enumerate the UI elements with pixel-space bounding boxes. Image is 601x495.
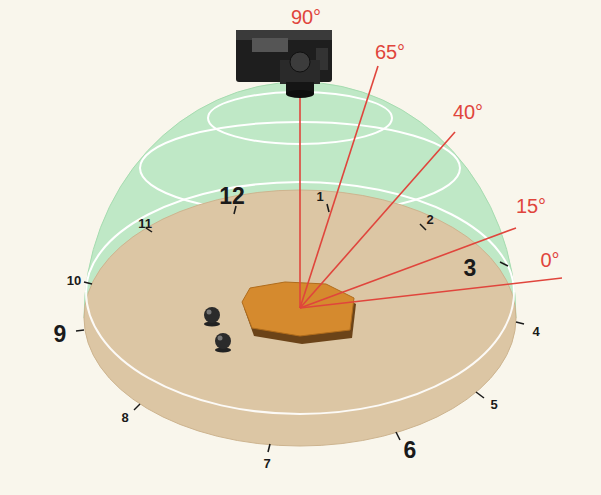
angle-label: 90° bbox=[291, 7, 321, 27]
sphere bbox=[215, 333, 231, 349]
clock-number: 6 bbox=[404, 439, 417, 462]
camera bbox=[236, 30, 332, 98]
elevation-rays bbox=[300, 66, 562, 308]
clock-number: 3 bbox=[464, 257, 477, 280]
clock-number: 4 bbox=[532, 325, 539, 338]
clock-number: 8 bbox=[121, 411, 128, 424]
clock-number: 12 bbox=[219, 185, 245, 208]
angle-label: 15° bbox=[516, 196, 546, 216]
angle-label: 0° bbox=[540, 250, 559, 270]
clock-number: 1 bbox=[316, 190, 323, 203]
angle-label: 40° bbox=[453, 102, 483, 122]
sphere-highlight bbox=[207, 310, 212, 315]
clock-number: 7 bbox=[263, 457, 270, 470]
sphere-highlight bbox=[218, 336, 223, 341]
clock-number: 5 bbox=[490, 398, 497, 411]
angle-label: 65° bbox=[375, 42, 405, 62]
sphere bbox=[204, 307, 220, 323]
clock-number: 9 bbox=[54, 323, 67, 346]
clock-number: 10 bbox=[67, 274, 81, 287]
clock-number: 2 bbox=[426, 213, 433, 226]
clock-number: 11 bbox=[138, 217, 152, 230]
object bbox=[242, 282, 354, 336]
